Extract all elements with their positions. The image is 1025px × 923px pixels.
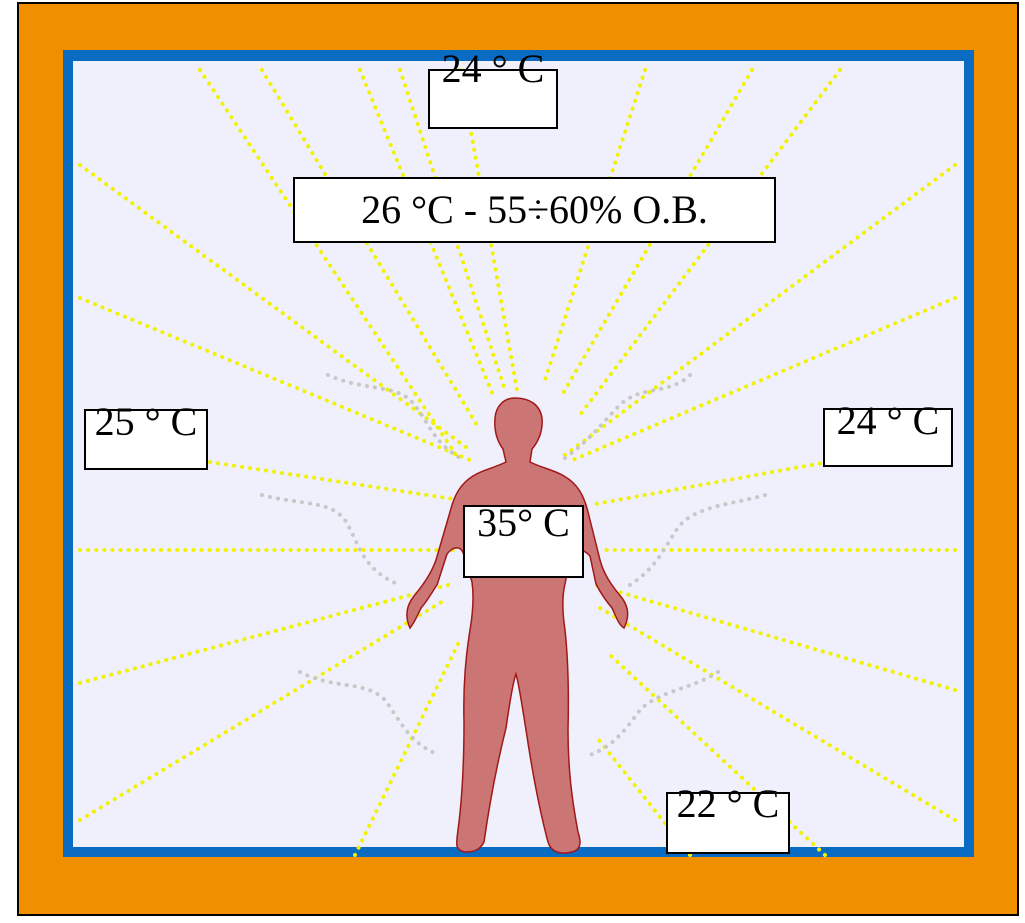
- radiation-ray: [566, 296, 957, 464]
- convection-line: [326, 373, 462, 460]
- radiation-ray: [208, 460, 462, 502]
- radiation-ray: [198, 68, 460, 460]
- convection-line: [563, 373, 692, 460]
- radiation-ray: [353, 638, 462, 857]
- convection-line: [588, 670, 720, 757]
- ceiling-temperature-label: 24 ° C: [428, 46, 558, 129]
- radiation-ray: [588, 460, 830, 507]
- convection-line: [298, 670, 442, 757]
- convection-line: [628, 493, 767, 587]
- right-wall-temperature-label: 24 ° C: [823, 398, 953, 467]
- radiation-ray: [593, 583, 957, 692]
- radiation-ray: [563, 163, 957, 457]
- radiation-ray: [78, 296, 472, 462]
- left-wall-temperature-label: 25 ° C: [84, 399, 208, 470]
- radiation-ray: [78, 583, 450, 685]
- convection-lines: [260, 373, 767, 757]
- radiation-ray: [593, 603, 957, 822]
- radiation-ray: [578, 68, 842, 417]
- radiation-ray: [358, 68, 495, 397]
- body-temperature-label: 35° C: [463, 500, 584, 578]
- convection-line: [260, 493, 402, 587]
- radiation-ray: [260, 68, 482, 432]
- outer-frame: [17, 2, 1019, 916]
- radiation-ray: [78, 163, 472, 452]
- room-condition-label: 26 °C - 55÷60% O.B.: [293, 177, 776, 243]
- radiation-ray: [78, 598, 447, 822]
- floor-temperature-label: 22 ° C: [666, 781, 790, 854]
